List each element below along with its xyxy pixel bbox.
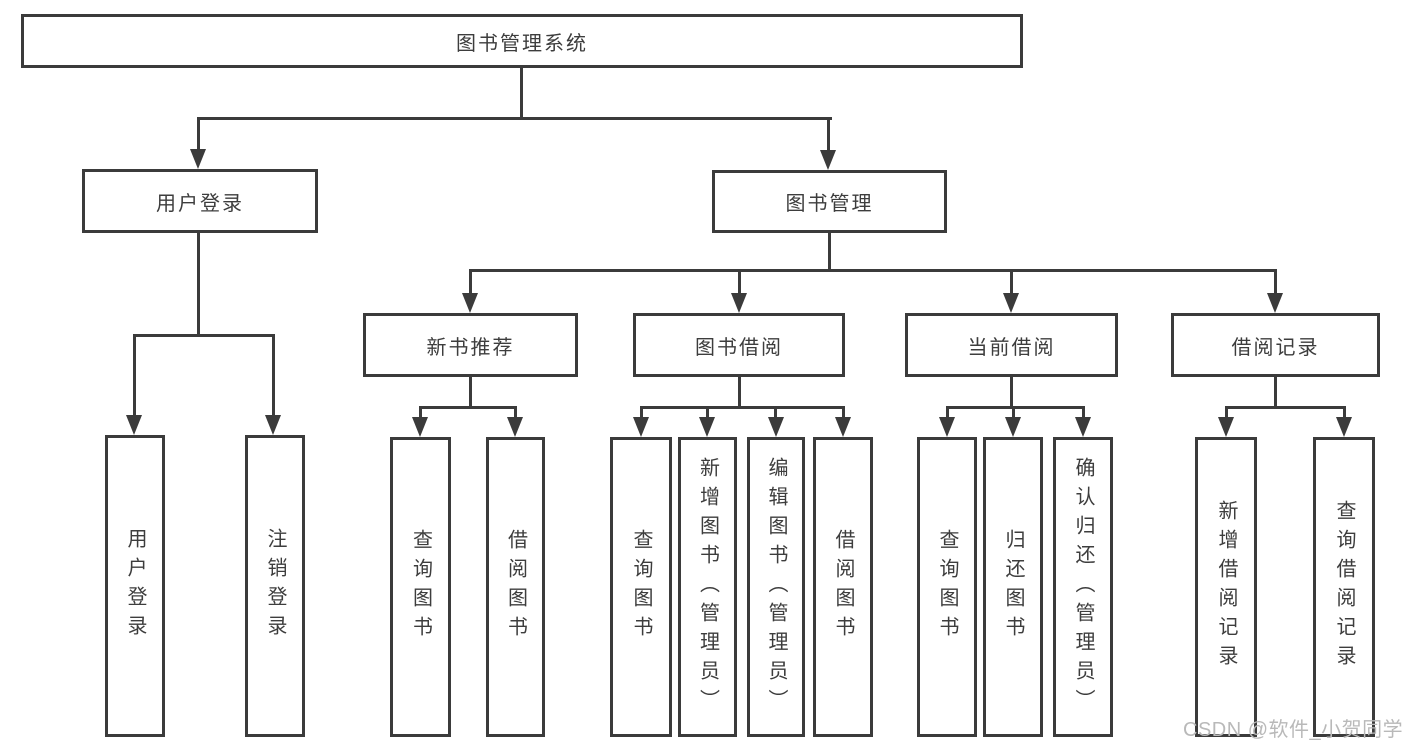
connector-line [946, 406, 949, 419]
arrowhead-down-icon [1218, 417, 1234, 437]
connector-line [1274, 269, 1277, 295]
connector-line [1012, 406, 1015, 419]
connector-line [640, 406, 643, 419]
connector-line [1082, 406, 1085, 419]
connector-line [774, 406, 777, 419]
arrowhead-down-icon [265, 415, 281, 435]
connector-line [738, 377, 741, 409]
connector-line [469, 269, 472, 295]
connector-line [738, 269, 741, 295]
arrowhead-down-icon [835, 417, 851, 437]
leaf-return-book: 归还图书 [983, 437, 1043, 737]
arrowhead-down-icon [633, 417, 649, 437]
connector-line [706, 406, 709, 419]
connector-line [946, 406, 1085, 409]
connector-line [1010, 269, 1013, 295]
connector-line [640, 406, 845, 409]
connector-line [520, 68, 523, 120]
leaf-query-book-borrowing: 查询图书 [610, 437, 672, 737]
arrowhead-down-icon [939, 417, 955, 437]
connector-line [197, 117, 832, 120]
leaf-add-book-admin: 新增图书（管理员） [678, 437, 737, 737]
leaf-confirm-return-admin: 确认归还（管理员） [1053, 437, 1113, 737]
connector-line [272, 334, 275, 417]
connector-line [514, 406, 517, 419]
node-new-book-recommendation: 新书推荐 [363, 313, 578, 377]
connector-line [197, 117, 200, 151]
node-library-management-system: 图书管理系统 [21, 14, 1023, 68]
connector-line [827, 117, 830, 152]
arrowhead-down-icon [820, 150, 836, 170]
connector-line [197, 233, 200, 337]
arrowhead-down-icon [1003, 293, 1019, 313]
leaf-query-book-recommend: 查询图书 [390, 437, 451, 737]
node-borrowing-records: 借阅记录 [1171, 313, 1380, 377]
leaf-user-login: 用户登录 [105, 435, 165, 737]
node-user-login: 用户登录 [82, 169, 318, 233]
connector-line [842, 406, 845, 419]
leaf-logout: 注销登录 [245, 435, 305, 737]
connector-line [133, 334, 136, 417]
node-book-borrowing: 图书借阅 [633, 313, 845, 377]
node-current-borrowing: 当前借阅 [905, 313, 1118, 377]
leaf-borrow-book: 借阅图书 [813, 437, 873, 737]
leaf-query-book-current: 查询图书 [917, 437, 977, 737]
arrowhead-down-icon [462, 293, 478, 313]
connector-line [1343, 406, 1346, 419]
connector-line [1274, 377, 1277, 409]
arrowhead-down-icon [507, 417, 523, 437]
connector-line [1225, 406, 1228, 419]
connector-line [469, 269, 1277, 272]
connector-line [828, 233, 831, 272]
leaf-query-borrow-record: 查询借阅记录 [1313, 437, 1375, 737]
connector-line [1010, 377, 1013, 409]
connector-line [419, 406, 517, 409]
arrowhead-down-icon [1267, 293, 1283, 313]
leaf-add-borrow-record: 新增借阅记录 [1195, 437, 1257, 737]
node-book-management: 图书管理 [712, 170, 947, 233]
connector-line [133, 334, 275, 337]
arrowhead-down-icon [190, 149, 206, 169]
arrowhead-down-icon [126, 415, 142, 435]
arrowhead-down-icon [1005, 417, 1021, 437]
leaf-borrow-book-recommend: 借阅图书 [486, 437, 545, 737]
arrowhead-down-icon [699, 417, 715, 437]
connector-line [1225, 406, 1346, 409]
arrowhead-down-icon [1336, 417, 1352, 437]
csdn-watermark: CSDN @软件_小贺同学 [1183, 719, 1404, 741]
connector-line [419, 406, 422, 419]
connector-line [469, 377, 472, 409]
arrowhead-down-icon [1075, 417, 1091, 437]
arrowhead-down-icon [412, 417, 428, 437]
arrowhead-down-icon [768, 417, 784, 437]
leaf-edit-book-admin: 编辑图书（管理员） [747, 437, 805, 737]
arrowhead-down-icon [731, 293, 747, 313]
